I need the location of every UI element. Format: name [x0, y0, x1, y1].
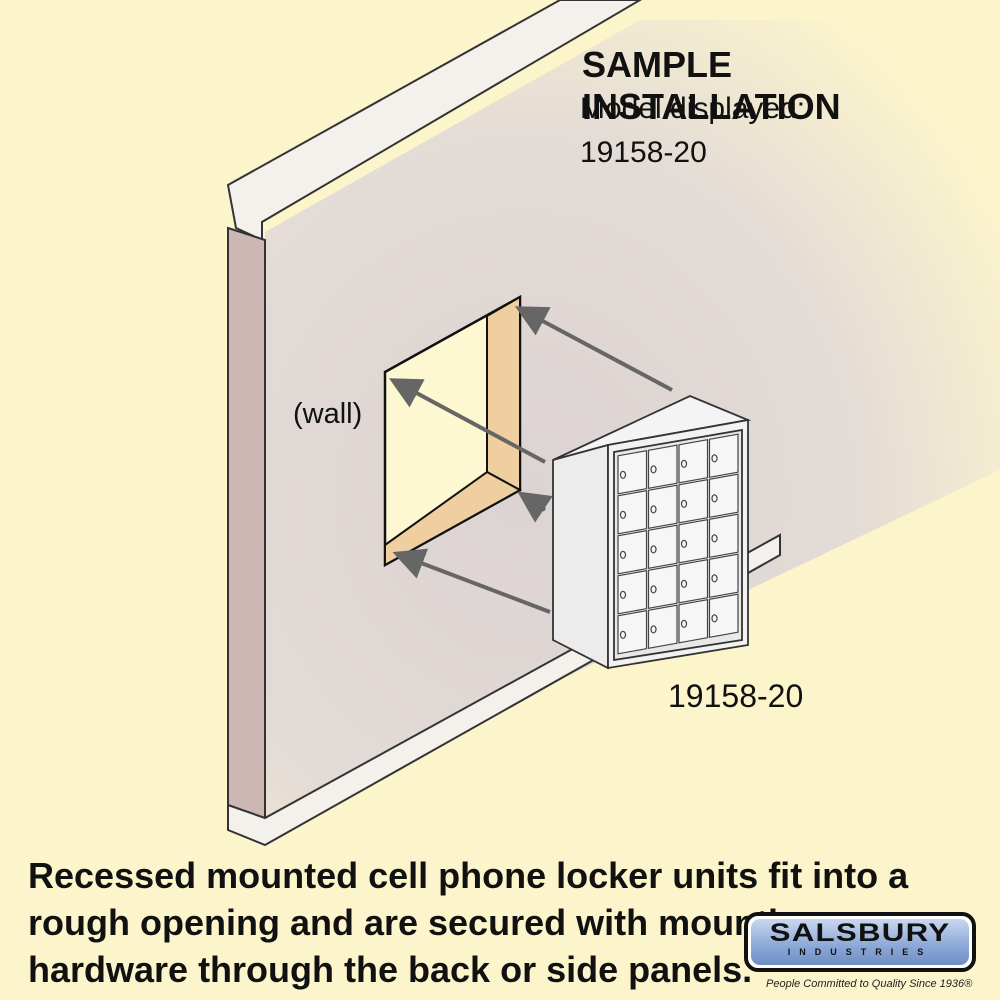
lock-icon: [650, 585, 657, 594]
locker-door: [617, 489, 648, 535]
locker-door: [647, 604, 678, 650]
locker-doors: [617, 433, 739, 655]
locker-door: [617, 449, 648, 495]
locker-door: [647, 564, 678, 610]
locker-door: [708, 433, 739, 479]
lock-icon: [619, 470, 627, 479]
lock-icon: [711, 574, 718, 583]
locker-door: [678, 598, 709, 644]
logo-tagline: People Committed to Quality Since 1936®: [766, 978, 973, 990]
lock-icon: [619, 510, 627, 519]
opening-bottom-side: [384, 470, 523, 567]
lock-icon: [680, 579, 688, 588]
locker-door: [678, 478, 709, 524]
wall-label: (wall): [293, 398, 363, 430]
locker-door: [647, 444, 678, 490]
model-label: Model displayed:: [580, 92, 806, 125]
opening-right-side: [486, 295, 521, 492]
lock-icon: [680, 539, 688, 548]
lock-icon: [619, 630, 627, 639]
wall-edge: [227, 226, 266, 822]
caption: Recessed mounted cell phone locker units…: [28, 855, 909, 990]
lock-icon: [680, 499, 688, 508]
arrows: [388, 306, 673, 614]
locker-door: [647, 524, 678, 570]
lock-icon: [650, 465, 657, 474]
lock-icon: [650, 545, 657, 554]
locker-door: [708, 513, 739, 559]
lock-icon: [680, 619, 688, 628]
locker-door: [678, 518, 709, 564]
lock-icon: [711, 614, 718, 623]
unit-label: 19158-20: [668, 678, 804, 714]
locker-door: [708, 553, 739, 599]
lock-icon: [680, 459, 688, 468]
locker-door: [678, 558, 709, 604]
locker-door: [708, 473, 739, 519]
locker-door: [678, 438, 709, 484]
locker-door: [647, 484, 678, 530]
locker-door: [617, 569, 648, 615]
salsbury-logo: SALSBURY INDUSTRIES: [744, 912, 976, 972]
lock-icon: [711, 454, 718, 463]
locker-door: [708, 593, 739, 639]
lock-icon: [711, 494, 718, 503]
locker-door: [617, 609, 648, 655]
wall-face: [265, 20, 1000, 820]
wall-top-cap: [226, 0, 642, 242]
lock-icon: [650, 505, 657, 514]
logo-sub: INDUSTRIES: [787, 947, 933, 957]
locker-door: [617, 529, 648, 575]
lock-icon: [650, 625, 657, 634]
model-number: 19158-20: [580, 136, 707, 169]
lock-icon: [711, 534, 718, 543]
lock-icon: [619, 590, 627, 599]
heading-title: SAMPLE INSTALLATION: [582, 44, 841, 127]
lock-icon: [619, 550, 627, 559]
logo-name: SALSBURY: [769, 919, 951, 947]
